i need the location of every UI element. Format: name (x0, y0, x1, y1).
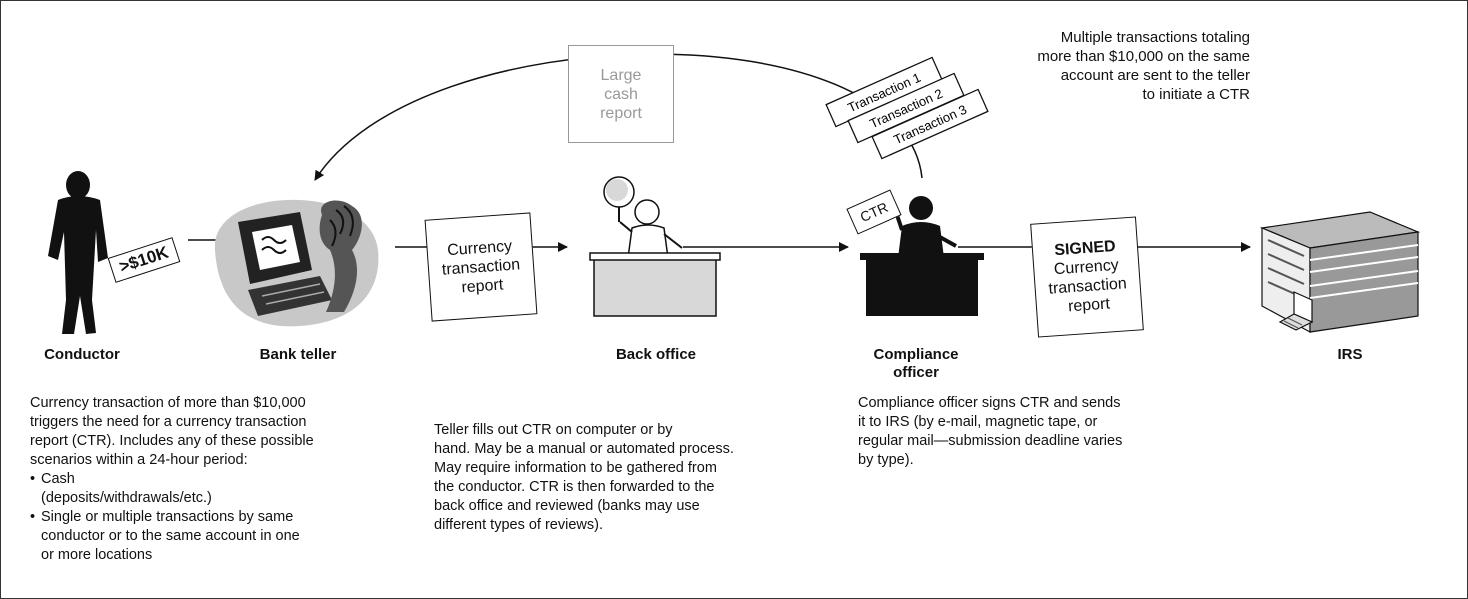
irs-label: IRS (1337, 346, 1363, 363)
compliance-description: Compliance officer signs CTR and sends i… (858, 395, 1123, 468)
irs-building-icon (1259, 211, 1421, 334)
bank-teller-label: Bank teller (259, 346, 337, 363)
conductor-scenarios-list: Cash (deposits/withdrawals/etc.) Single … (30, 470, 390, 565)
signed-ctr-doc: SIGNED Currency transaction report (1030, 216, 1144, 338)
compliance-officer-icon (860, 196, 984, 316)
scenario-cash: Cash (deposits/withdrawals/etc.) (30, 470, 390, 508)
large-cash-report-doc: Large cash report (568, 45, 674, 143)
scenario-multiple-transactions: Single or multiple transactions by same … (30, 508, 390, 565)
back-office-label: Back office (615, 346, 697, 363)
back-office-icon (589, 176, 721, 317)
conductor-description-intro: Currency transaction of more than $10,00… (30, 395, 314, 468)
signed-report-text: Currency transaction report (1048, 256, 1128, 316)
conductor-figure-icon (48, 171, 108, 334)
conductor-description: Currency transaction of more than $10,00… (30, 394, 390, 565)
currency-transaction-report-doc: Currency transaction report (424, 212, 538, 322)
conductor-label: Conductor (44, 346, 120, 363)
bank-teller-icon (214, 199, 379, 327)
multiple-transactions-note: Multiple transactions totaling more than… (1037, 29, 1250, 103)
back-office-description: Teller fills out CTR on computer or by h… (434, 422, 734, 533)
compliance-officer-label: Compliance officer (873, 346, 959, 381)
